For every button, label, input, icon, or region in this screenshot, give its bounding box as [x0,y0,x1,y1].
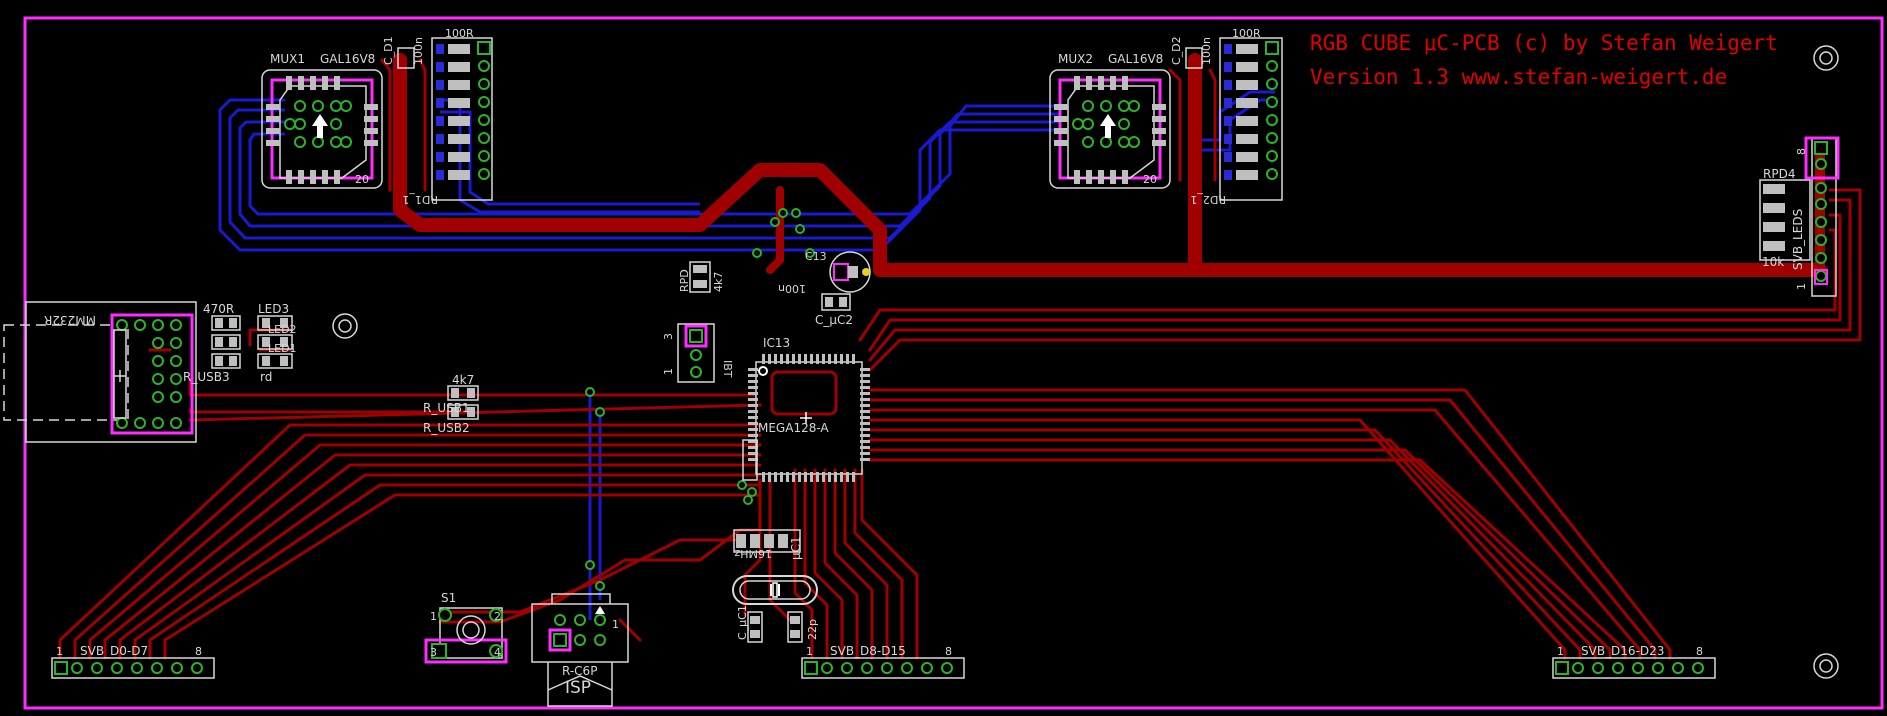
rpd-label: RPD [678,269,691,292]
svb-header-d16-d23: 1 SVB_D16-D23 8 [1552,644,1716,679]
led1-label: LED1 [268,342,297,355]
svb-leds-label: SVB_LEDS [1791,209,1805,270]
rd-label: rd [260,370,272,384]
c-uc1-label: C_µC1 [736,605,749,640]
rd2-resistor-array: 100R RD2_1 [1190,27,1283,206]
rpd4-label: RPD4 [1763,167,1795,181]
rd2-label: RD2_1 [1190,193,1226,206]
r-usb1-value: 4k7 [452,373,474,387]
ibt-connector: IBT 1 3 [662,323,734,383]
header-2-pin1: 1 [1557,645,1564,658]
c-d2-label: C_D2 [1170,36,1183,65]
board-title-line2: Version 1.3 www.stefan-weigert.de [1310,65,1727,89]
r-usb2-label: R_USB2 [423,421,470,435]
c-d2-value: 100n [1200,37,1213,65]
via-cluster [585,208,815,591]
svb-header-d0-d7: 1 SVB_D0-D7 8 [51,644,215,679]
uc1-label: µC1 [789,536,803,560]
svb-leds-pin1: 1 [1795,283,1808,290]
rpd-resistor: RPD 4k7 [678,261,725,293]
s1-label: S1 [441,591,456,605]
s1-pin3: 3 [430,646,437,659]
board-outline [23,16,1884,710]
led2-label: LED2 [268,323,297,336]
rd1-resistor-array: 100R RD1_1 [402,27,493,206]
c13-capacitor: C13 [805,250,871,293]
c-uc2-label: C_µC2 [815,313,853,327]
svb-header-d8-d15: 1 SVB_D8-D15 8 [801,644,965,679]
rc6p-label: R-C6P [562,664,597,678]
mega128-chip: IC13 MEGA128-A [748,336,870,482]
mux2-chip: MUX2 GAL16V8 20 [1049,52,1171,189]
isp-label: ISP [565,678,591,698]
rpd-value: 4k7 [712,272,725,292]
mounting-hole-icon [332,313,358,339]
rpd4-and-led-header: RPD4 10k SVB_LEDS 8 1 [1759,136,1840,297]
quartz-value: 16MHz [734,547,772,560]
mm232r-module: MM232R [3,301,197,443]
mux1-name: MUX1 [270,52,305,66]
r470-label: 470R [203,302,234,316]
s1-pin2: 2 [494,610,501,623]
mux1-pin20: 20 [355,173,369,186]
mux1-chip: MUX1 GAL16V8 20 [261,52,383,189]
header-1-pin1: 1 [806,645,813,658]
isp-pin1: 1 [612,618,619,631]
mounting-hole-icon [1813,45,1839,71]
s1-pin4: 4 [494,646,501,659]
board-title-line1: RGB CUBE μC-PCB (c) by Stefan Weigert [1310,31,1778,55]
top-copper-traces [58,53,1862,660]
crystal-cluster: µC1 16MHz C_µC1 22p [732,439,819,643]
r-usb1-label: R_USB1 [423,401,470,415]
header-1-pin8: 8 [945,645,952,658]
mux2-value: GAL16V8 [1108,52,1163,66]
r-usb3-label: R_USB3 [183,370,230,384]
c-d1-capacitor: C_D1 100n [382,36,425,69]
header-2-pin8: 8 [1696,645,1703,658]
led3-label: LED3 [258,302,289,316]
mounting-hole-icon [1813,653,1839,679]
ibt-label: IBT [721,360,734,378]
header-1-name: SVB_D8-D15 [830,644,906,658]
c-d1-label: C_D1 [382,36,395,65]
ibt-pin3: 3 [662,333,675,340]
mux1-value: GAL16V8 [320,52,375,66]
rd1-value: 100R [445,27,474,40]
mux2-pin20: 20 [1143,173,1157,186]
c-uc2-capacitor: 100n C_µC2 [778,282,853,327]
c-uc2-value: 100n [778,282,806,295]
header-0-pin1: 1 [56,645,63,658]
c-d2-capacitor: C_D2 100n [1170,36,1213,69]
c13-label: C13 [805,250,827,263]
isp-connector: 1 R-C6P ISP [531,593,629,707]
svb-leds-pin8: 8 [1795,148,1808,155]
ic13-value: MEGA128-A [758,421,829,435]
rd2-value: 100R [1232,27,1261,40]
s1-pushbutton: S1 1 2 3 4 [424,591,508,664]
header-0-name: SVB_D0-D7 [80,644,148,658]
rpd4-value: 10k [1762,255,1784,269]
ibt-pin1: 1 [662,368,675,375]
header-2-name: SVB_D16-D23 [1581,644,1664,658]
s1-pin1: 1 [430,610,437,623]
r-usb-resistors: 4k7 R_USB1 R_USB2 [423,373,479,435]
rd1-label: RD1_1 [402,193,438,206]
c-value: 22p [806,619,819,640]
header-0-pin8: 8 [195,645,202,658]
mm232r-label: MM232R [44,313,96,327]
c-d1-value: 100n [412,37,425,65]
led-resistor-group: 470R LED3 LED2 LED1 R_USB3 rd [183,302,297,384]
mux2-name: MUX2 [1058,52,1093,66]
ic13-label: IC13 [763,336,790,350]
